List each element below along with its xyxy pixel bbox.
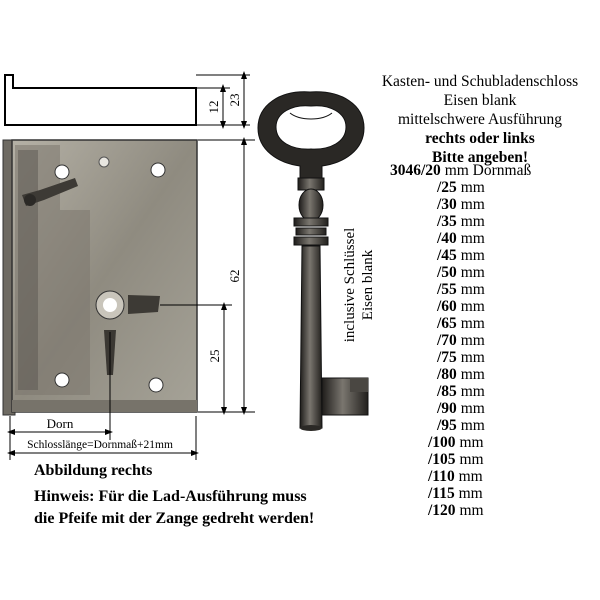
size-row: /95 mm xyxy=(390,417,600,434)
size-suffix-first: mm Dornmaß xyxy=(444,162,532,179)
dimension-lines xyxy=(7,71,255,460)
size-unit: mm xyxy=(458,485,483,502)
size-unit: mm xyxy=(460,366,485,383)
size-unit: mm xyxy=(460,383,485,400)
size-unit: mm xyxy=(459,434,484,451)
size-unit: mm xyxy=(460,417,485,434)
size-row: /50 mm xyxy=(390,264,600,281)
size-row: /65 mm xyxy=(390,315,600,332)
dim-dorn: Dorn xyxy=(47,416,74,431)
dim-23: 23 xyxy=(227,94,242,107)
key-label-line2: Eisen blank xyxy=(360,249,376,320)
lock-top-profile xyxy=(4,74,197,126)
size-row: /120 mm xyxy=(390,502,600,519)
size-unit: mm xyxy=(460,213,485,230)
size-row: /60 mm xyxy=(390,298,600,315)
dim-62: 62 xyxy=(227,270,242,283)
caption-hinweis-2: die Pfeife mit der Zange gedreht werden! xyxy=(34,510,315,527)
size-unit: mm xyxy=(460,315,485,332)
size-rows: /25 mm/30 mm/35 mm/40 mm/45 mm/50 mm/55 … xyxy=(390,179,600,519)
size-unit: mm xyxy=(460,298,485,315)
size-unit: mm xyxy=(460,230,485,247)
size-code: /45 xyxy=(437,247,457,264)
size-code: /65 xyxy=(437,315,457,332)
product-title: Kasten- und Schubladenschloss xyxy=(381,73,579,90)
size-list: 3046/20 mm Dornmaß /25 mm/30 mm/35 mm/40… xyxy=(390,162,600,519)
size-code: /60 xyxy=(437,298,457,315)
size-code: /100 xyxy=(428,434,456,451)
size-unit: mm xyxy=(460,247,485,264)
caption-hinweis-1: Hinweis: Für die Lad-Ausführung muss xyxy=(34,488,307,505)
size-code: /105 xyxy=(428,451,456,468)
product-note: Bitte angeben! xyxy=(431,149,528,166)
size-unit: mm xyxy=(460,349,485,366)
dim-12: 12 xyxy=(206,101,221,114)
size-unit: mm xyxy=(460,281,485,298)
size-code: /70 xyxy=(437,332,457,349)
key-image xyxy=(257,91,369,431)
size-row: /70 mm xyxy=(390,332,600,349)
size-row: /80 mm xyxy=(390,366,600,383)
product-variant: mittelschwere Ausführung xyxy=(397,111,562,128)
dim-25: 25 xyxy=(207,350,222,363)
size-unit: mm xyxy=(460,196,485,213)
size-code: /120 xyxy=(428,502,456,519)
size-row: /115 mm xyxy=(390,485,600,502)
size-code: /115 xyxy=(428,485,455,502)
size-unit: mm xyxy=(459,502,484,519)
product-material: Eisen blank xyxy=(443,92,517,109)
size-code: /80 xyxy=(437,366,457,383)
caption-abbildung: Abbildung rechts xyxy=(34,462,153,479)
size-row: /45 mm xyxy=(390,247,600,264)
size-code: /40 xyxy=(437,230,457,247)
size-row: /75 mm xyxy=(390,349,600,366)
product-info: Kasten- und Schubladenschloss Eisen blan… xyxy=(360,72,600,167)
size-code: /55 xyxy=(437,281,457,298)
size-row: /55 mm xyxy=(390,281,600,298)
size-unit: mm xyxy=(460,264,485,281)
product-orientation: rechts oder links xyxy=(425,130,535,147)
size-unit: mm xyxy=(460,179,485,196)
size-code: /85 xyxy=(437,383,457,400)
lock-body xyxy=(2,139,198,416)
size-row: /100 mm xyxy=(390,434,600,451)
size-unit: mm xyxy=(460,400,485,417)
size-row: /30 mm xyxy=(390,196,600,213)
size-code: /25 xyxy=(437,179,457,196)
size-row: /40 mm xyxy=(390,230,600,247)
dim-schlosslaenge: Schlosslänge=Dornmaß+21mm xyxy=(27,439,173,451)
size-code: /110 xyxy=(428,468,455,485)
size-code: /90 xyxy=(437,400,457,417)
size-row: /35 mm xyxy=(390,213,600,230)
size-row: /110 mm xyxy=(390,468,600,485)
size-unit: mm xyxy=(459,451,484,468)
size-unit: mm xyxy=(458,468,483,485)
size-code-first: 3046/20 xyxy=(390,162,441,179)
size-code: /30 xyxy=(437,196,457,213)
size-code: /95 xyxy=(437,417,457,434)
size-code: /50 xyxy=(437,264,457,281)
size-row: /105 mm xyxy=(390,451,600,468)
size-row: /90 mm xyxy=(390,400,600,417)
size-unit: mm xyxy=(460,332,485,349)
size-code: /35 xyxy=(437,213,457,230)
size-code: /75 xyxy=(437,349,457,366)
key-label-line1: inclusive Schlüssel xyxy=(342,228,358,343)
size-row: /25 mm xyxy=(390,179,600,196)
size-row: /85 mm xyxy=(390,383,600,400)
size-row-first: 3046/20 mm Dornmaß xyxy=(390,162,600,179)
